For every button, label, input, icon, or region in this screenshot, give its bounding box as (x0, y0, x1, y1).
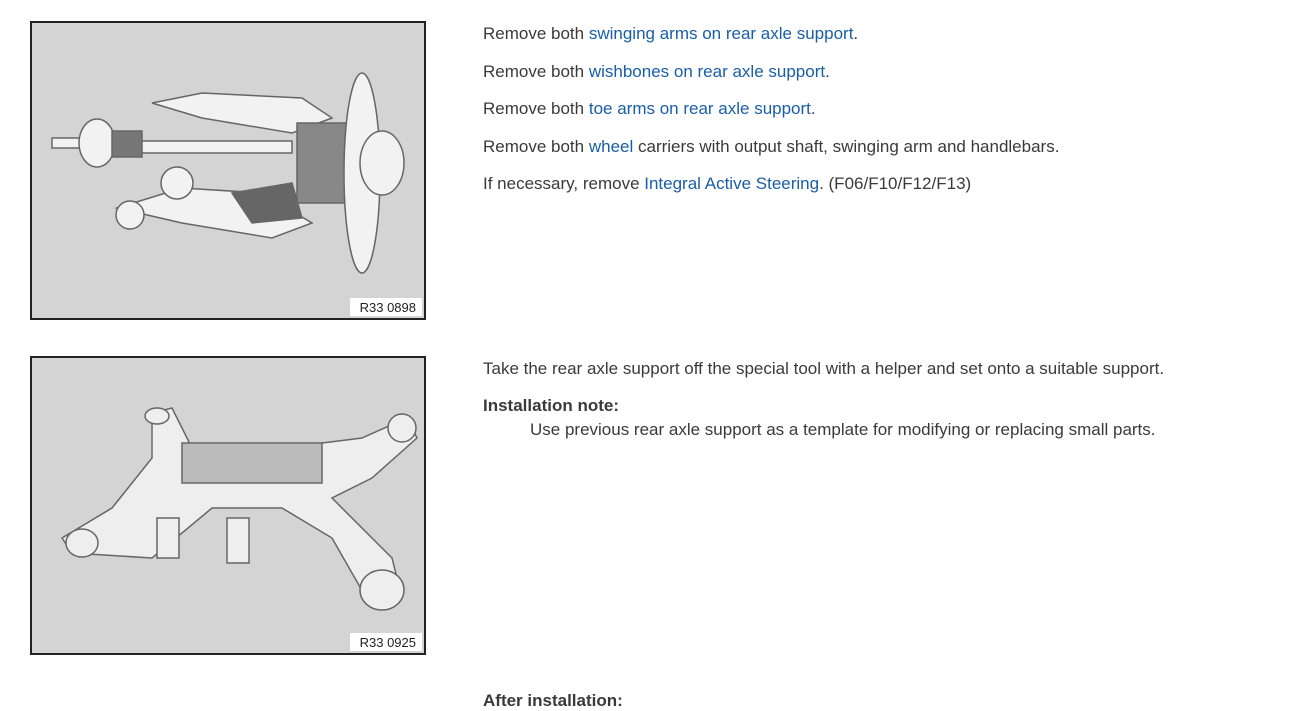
text: . (F06/F10/F12/F13) (819, 174, 972, 193)
link-wishbones[interactable]: wishbones on rear axle support (588, 61, 826, 81)
figure-rear-axle-components: R33 0898 (30, 21, 426, 320)
text: Remove both (483, 61, 589, 81)
text: . (853, 24, 859, 43)
instruction-line: Take the rear axle support off the speci… (483, 359, 1165, 378)
figure-label: R33 0898 (349, 298, 422, 316)
link-wheel[interactable]: wheel (588, 136, 634, 156)
instruction-line: Remove both wishbones on rear axle suppo… (483, 62, 1059, 100)
instruction-line: Remove both toe arms on rear axle suppor… (483, 99, 1059, 137)
text: Remove both (483, 24, 589, 43)
installation-note-heading: Installation note: (483, 395, 619, 415)
figure-rear-axle-support: R33 0925 (30, 356, 426, 655)
step2-instructions: Take the rear axle support off the speci… (483, 359, 1164, 440)
text: Remove both (483, 99, 589, 118)
link-integral-active-steering[interactable]: Integral Active Steering (644, 174, 820, 193)
link-toe-arms[interactable]: toe arms on rear axle support (588, 99, 811, 118)
text: . (810, 99, 816, 118)
text: Remove both (483, 136, 589, 156)
text: If necessary, remove (483, 174, 645, 193)
installation-note-body: Use previous rear axle support as a temp… (530, 419, 1156, 439)
instruction-line: Remove both swinging arms on rear axle s… (483, 24, 1059, 62)
suspension-illustration (51, 72, 405, 274)
after-installation-heading: After installation: (483, 691, 623, 710)
instruction-line: Remove both wheel carriers with output s… (483, 137, 1059, 175)
figure-label: R33 0925 (349, 633, 422, 651)
instruction-line: If necessary, remove Integral Active Ste… (483, 174, 1059, 212)
step1-instructions: Remove both swinging arms on rear axle s… (483, 24, 1059, 212)
axle-support-illustration (60, 407, 418, 611)
text: carriers with output shaft, swinging arm… (633, 136, 1060, 156)
text: . (825, 61, 830, 81)
link-swinging-arms[interactable]: swinging arms on rear axle support (588, 24, 854, 43)
